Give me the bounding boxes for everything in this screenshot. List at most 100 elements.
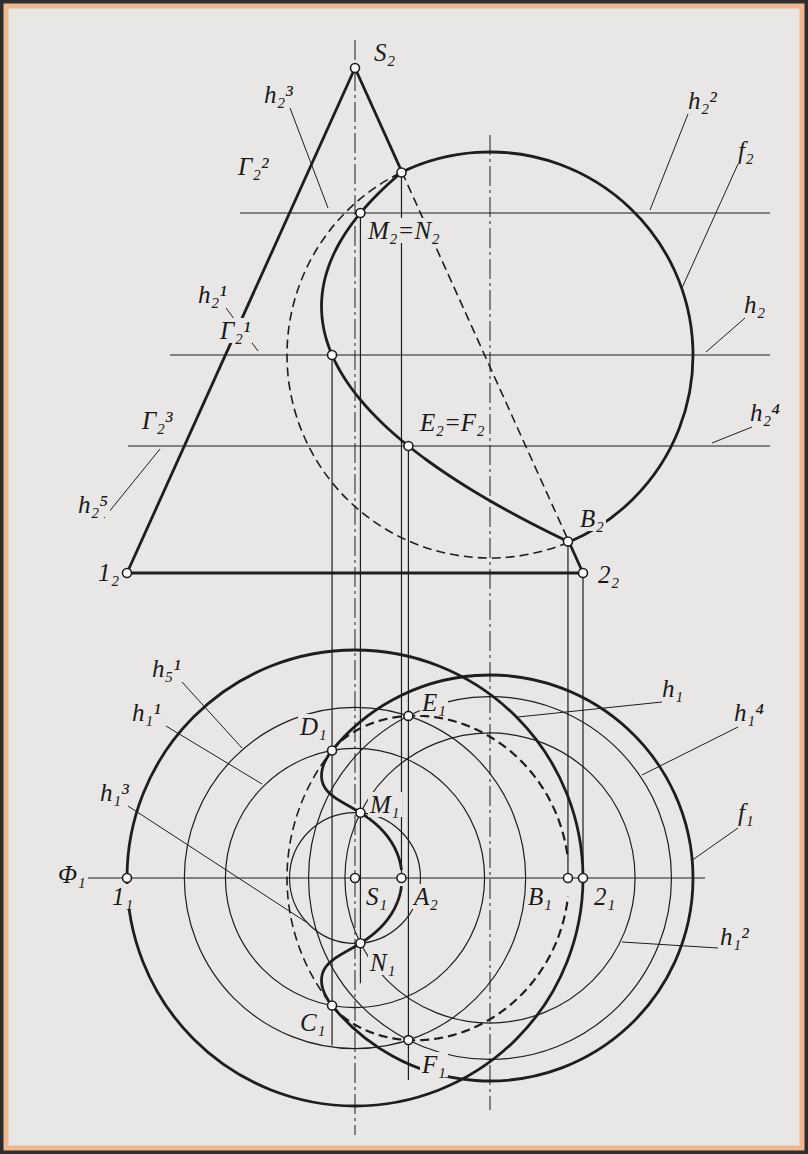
point-marker bbox=[404, 711, 413, 720]
point-label: f₂ bbox=[736, 138, 756, 163]
point-marker bbox=[351, 64, 360, 73]
point-marker bbox=[123, 569, 132, 578]
leader-line bbox=[182, 682, 242, 748]
sphere-axis bbox=[490, 135, 491, 1110]
point-marker bbox=[563, 537, 572, 546]
point-label: h₂⁴ bbox=[748, 400, 782, 425]
hidden-sphere-outline bbox=[287, 152, 693, 558]
level-plane-trace bbox=[240, 212, 770, 213]
point-label: 1₁ bbox=[110, 884, 135, 909]
cone-parallel bbox=[290, 813, 421, 944]
point-marker bbox=[123, 874, 132, 883]
point-marker bbox=[579, 874, 588, 883]
sheet bbox=[6, 6, 802, 1148]
point-label: B₂ bbox=[578, 506, 606, 531]
leader-line bbox=[128, 806, 306, 922]
point-label: h₂ bbox=[742, 292, 767, 317]
point-label: h₂³ bbox=[262, 82, 295, 107]
cone-base bbox=[127, 572, 583, 575]
point-label: S₁ bbox=[364, 884, 389, 909]
point-marker bbox=[404, 442, 413, 451]
point-marker bbox=[397, 168, 406, 177]
geometry bbox=[70, 40, 770, 1135]
point-label: S₂ bbox=[372, 40, 397, 65]
point-label: 2₁ bbox=[592, 884, 617, 909]
cone-parallel bbox=[225, 748, 484, 1007]
point-marker bbox=[563, 874, 572, 883]
projection-line bbox=[401, 173, 402, 879]
point-label: C₁ bbox=[298, 1010, 327, 1035]
hidden-sphere-outline bbox=[287, 675, 693, 1081]
projection-line bbox=[408, 446, 409, 1080]
leader-line bbox=[166, 726, 262, 784]
leader-line bbox=[682, 164, 738, 288]
point-label: E₁ bbox=[420, 690, 448, 715]
point-label: Γ₂¹ bbox=[218, 318, 252, 343]
leader-line bbox=[706, 318, 745, 352]
point-marker bbox=[328, 746, 337, 755]
point-label: h₂¹ bbox=[196, 282, 229, 307]
cone-generator bbox=[127, 68, 355, 573]
cone-parallel bbox=[184, 707, 525, 1048]
point-label: h₁¹ bbox=[130, 700, 163, 725]
point-label: D₁ bbox=[298, 714, 329, 739]
leader-line bbox=[290, 108, 328, 208]
point-marker bbox=[328, 351, 337, 360]
point-label: E₂=F₂ bbox=[418, 410, 487, 435]
point-label: M₂=N₂ bbox=[366, 218, 442, 243]
leader-line bbox=[104, 449, 160, 518]
point-label: h₁ bbox=[660, 676, 685, 701]
hidden-intersection-curve bbox=[332, 897, 568, 1041]
sphere-parallel bbox=[309, 697, 672, 1060]
projection-line bbox=[360, 213, 361, 983]
symmetry-plane-trace bbox=[70, 877, 705, 878]
intersection-curve bbox=[322, 886, 402, 1005]
projection-line bbox=[582, 573, 583, 878]
leader-line bbox=[642, 727, 738, 775]
leader-line bbox=[518, 702, 662, 717]
point-label: h₅¹ bbox=[150, 656, 183, 681]
level-plane-trace bbox=[128, 445, 770, 446]
cone-generator bbox=[355, 68, 402, 172]
sphere-outline bbox=[402, 152, 693, 542]
point-marker bbox=[356, 209, 365, 218]
point-label: 1₂ bbox=[96, 560, 121, 585]
leader-line bbox=[622, 942, 718, 948]
leader-line bbox=[650, 114, 688, 210]
sphere-parallel bbox=[345, 733, 635, 1023]
point-marker bbox=[328, 1001, 337, 1010]
point-marker bbox=[404, 1036, 413, 1045]
point-label: N₁ bbox=[368, 950, 397, 975]
point-marker bbox=[356, 939, 365, 948]
hidden-intersection-curve bbox=[332, 716, 568, 860]
sphere-outline bbox=[332, 675, 693, 1081]
cone-axis bbox=[355, 40, 356, 1135]
cone-base-circle bbox=[127, 650, 583, 1106]
point-label: h₂² bbox=[686, 88, 719, 113]
point-label: F₁ bbox=[420, 1052, 448, 1077]
point-label: Φ₁ bbox=[56, 862, 88, 887]
point-label: Γ₂² bbox=[236, 154, 270, 179]
projection-line bbox=[567, 542, 568, 879]
point-marker bbox=[579, 569, 588, 578]
point-label: h₂⁵ bbox=[76, 492, 110, 517]
intersection-curve bbox=[322, 173, 568, 542]
intersection-curve bbox=[322, 750, 402, 869]
point-label: h₁⁴ bbox=[732, 700, 766, 725]
point-label: B₁ bbox=[526, 884, 554, 909]
point-label: A₂ bbox=[412, 884, 440, 909]
level-plane-trace bbox=[170, 354, 770, 355]
point-label: 2₂ bbox=[596, 562, 621, 587]
point-marker bbox=[356, 808, 365, 817]
point-marker bbox=[351, 874, 360, 883]
point-label: h₁³ bbox=[98, 780, 131, 805]
projection-line bbox=[331, 355, 332, 1046]
point-label: M₁ bbox=[368, 792, 402, 817]
leader-line bbox=[691, 828, 738, 861]
point-label: Γ₂³ bbox=[140, 408, 174, 433]
point-label: h₁² bbox=[718, 924, 751, 949]
leader-line bbox=[712, 427, 752, 443]
point-marker bbox=[397, 874, 406, 883]
